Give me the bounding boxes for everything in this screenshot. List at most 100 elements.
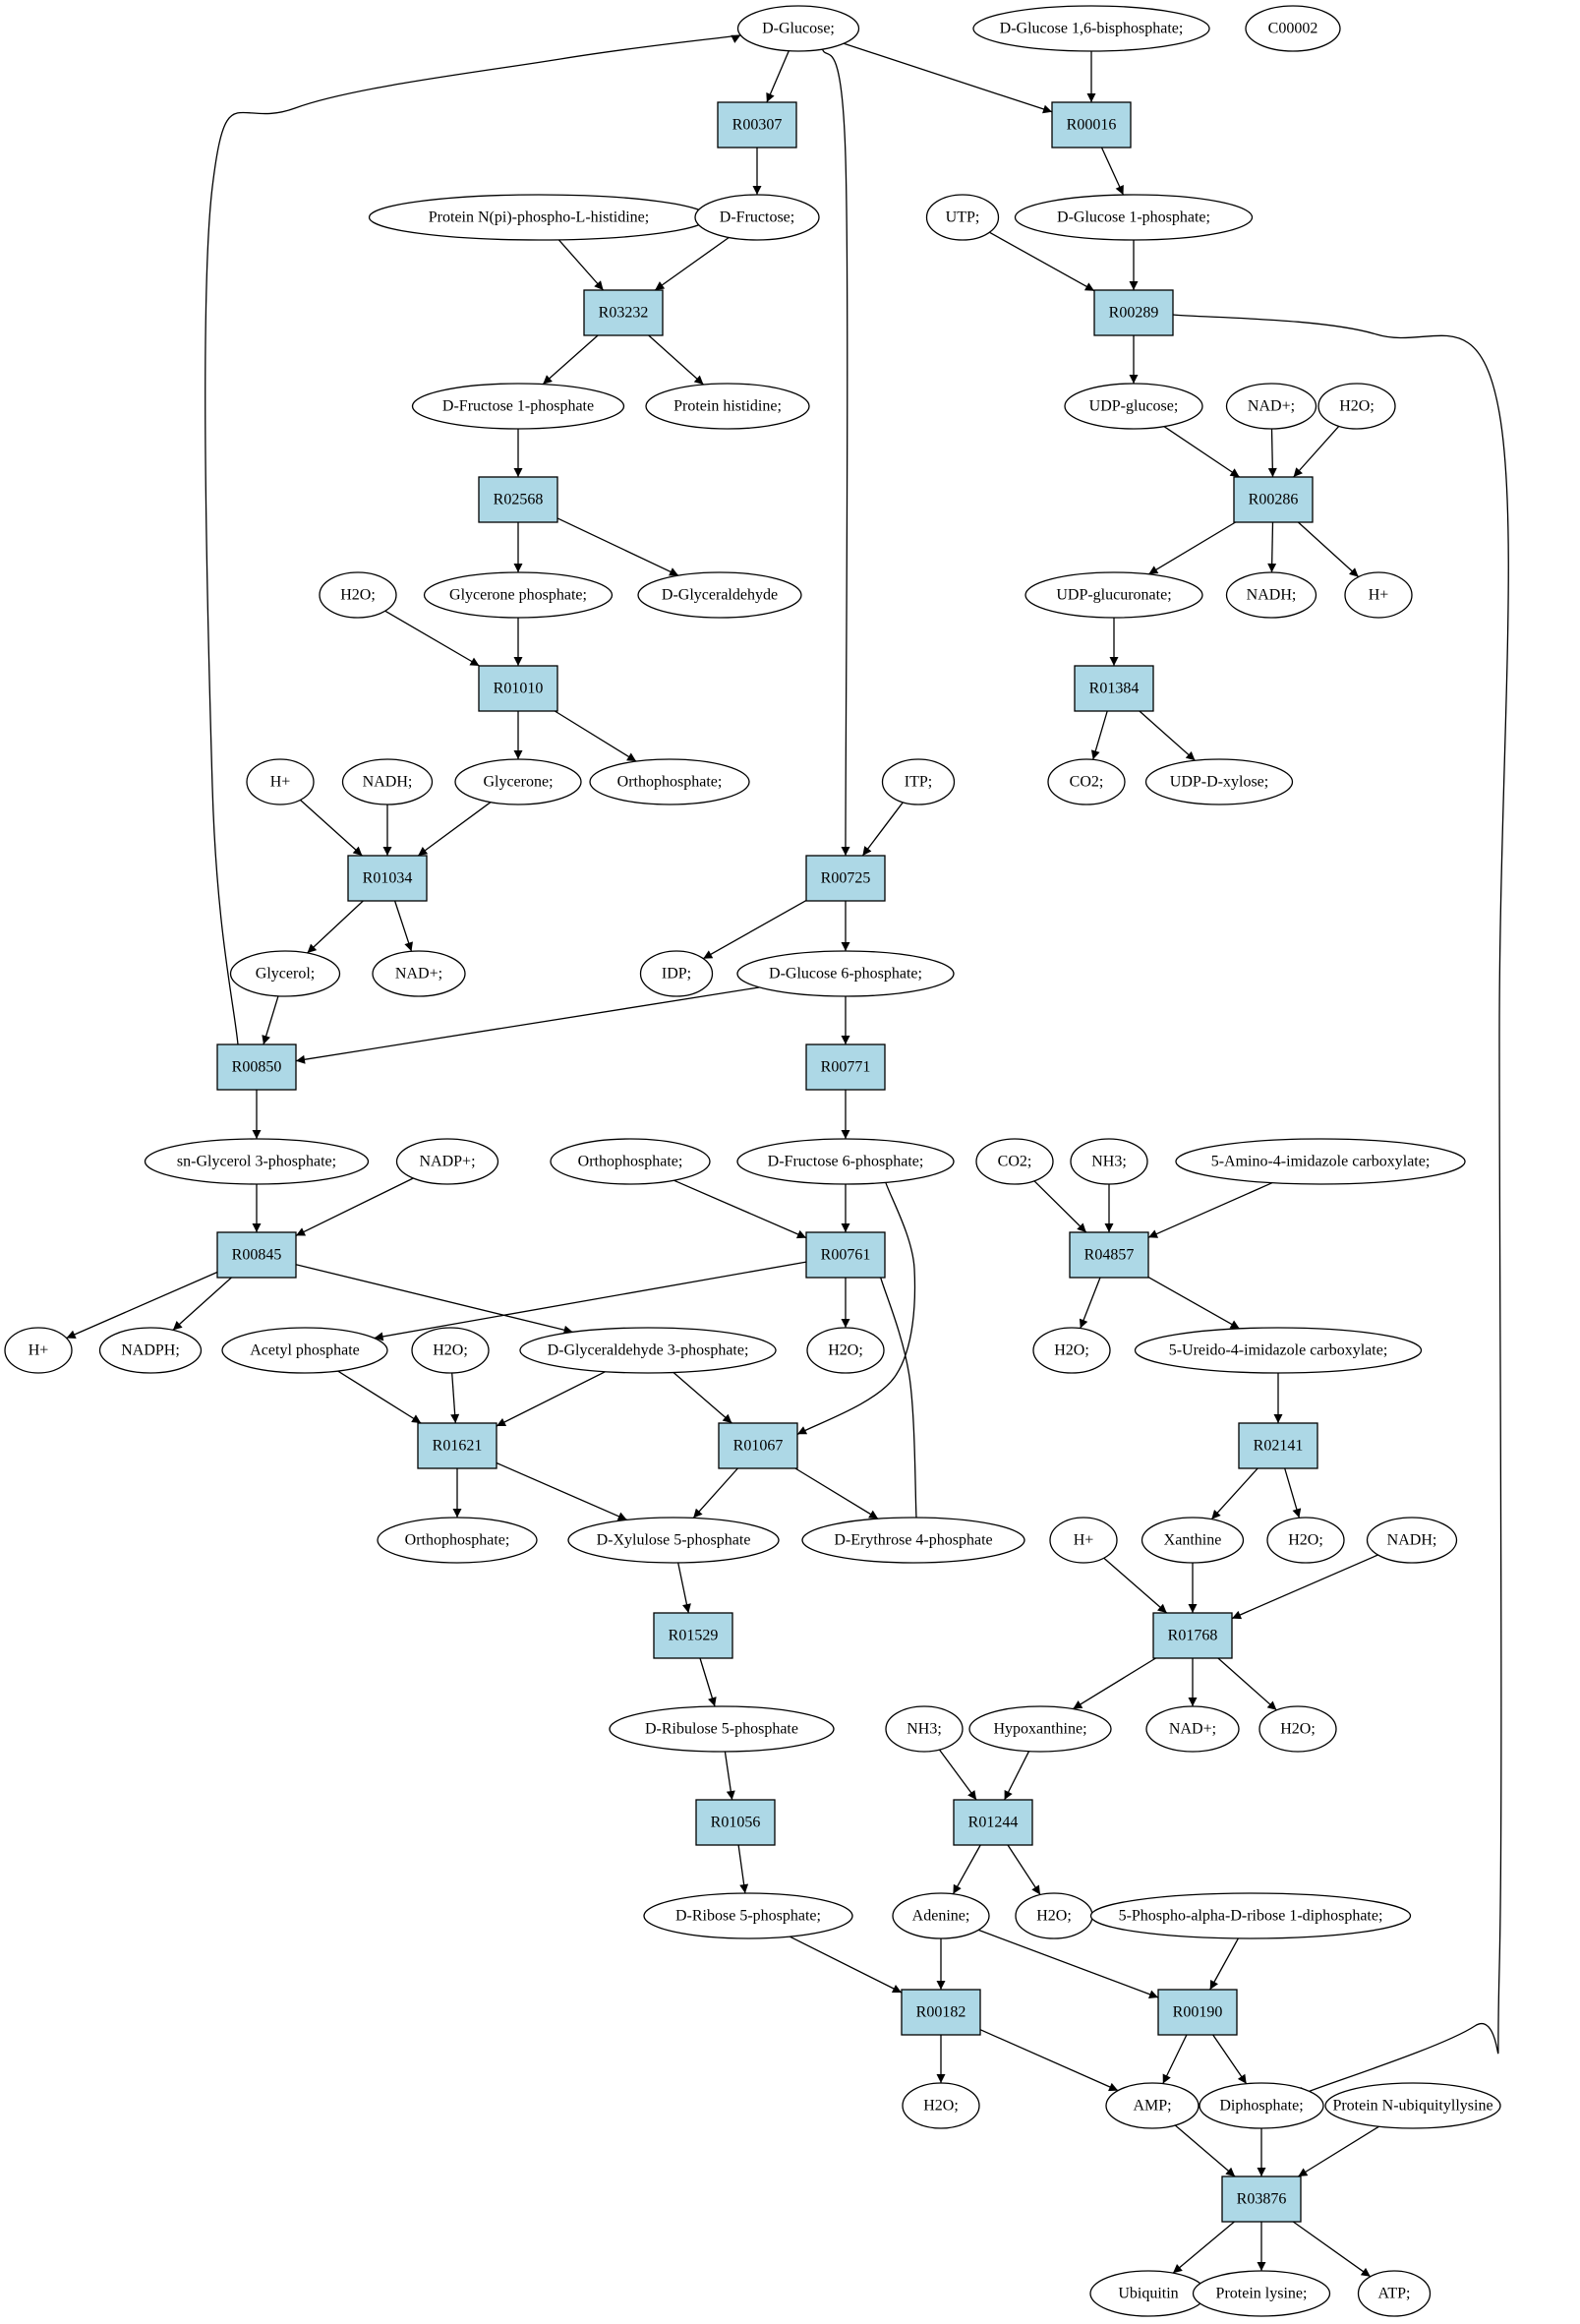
compound-node-n-idp[interactable]: IDP; (639, 950, 714, 997)
reaction-node-r00182[interactable]: R00182 (901, 1989, 981, 2036)
node-label-n-orthophos-b: Orthophosphate; (578, 1154, 683, 1170)
reaction-node-r00761[interactable]: R00761 (805, 1231, 886, 1279)
reaction-node-r00016[interactable]: R00016 (1051, 101, 1132, 149)
compound-node-n-glycerol[interactable]: Glycerol; (229, 950, 341, 997)
reaction-node-r01621[interactable]: R01621 (417, 1422, 497, 1469)
compound-node-n-amp[interactable]: AMP; (1105, 2082, 1200, 2129)
reaction-node-r00850[interactable]: R00850 (216, 1043, 297, 1091)
compound-node-n-protubiq[interactable]: Protein N-ubiquityllysine (1324, 2082, 1501, 2129)
reaction-node-r02568[interactable]: R02568 (478, 476, 558, 523)
compound-node-n-hypoxanthine[interactable]: Hypoxanthine; (968, 1705, 1112, 1753)
compound-node-n-dg1p[interactable]: D-Glucose 1-phosphate; (1014, 194, 1254, 241)
compound-node-n-itp[interactable]: ITP; (881, 758, 956, 805)
compound-node-n-h2o-d[interactable]: H2O; (806, 1327, 885, 1374)
compound-node-n-nh3-a[interactable]: NH3; (1070, 1138, 1148, 1185)
reaction-node-r01768[interactable]: R01768 (1152, 1612, 1233, 1659)
compound-node-n-derythrose4p[interactable]: D-Erythrose 4-phosphate (801, 1517, 1025, 1564)
compound-node-n-orthophos-c[interactable]: Orthophosphate; (377, 1517, 538, 1564)
compound-node-n-glycerone[interactable]: Glycerone; (454, 758, 582, 805)
node-label-r00771: R00771 (821, 1059, 871, 1076)
compound-node-n-gpphos[interactable]: Glycerone phosphate; (423, 571, 614, 619)
compound-node-n-snglycerol3p[interactable]: sn-Glycerol 3-phosphate; (144, 1138, 370, 1185)
compound-node-n-nadh-a[interactable]: NADH; (1225, 571, 1317, 619)
node-label-n-glycerone: Glycerone; (483, 774, 553, 791)
compound-node-n-h2o-e[interactable]: H2O; (1032, 1327, 1111, 1374)
compound-node-n-orthophos-b[interactable]: Orthophosphate; (550, 1138, 711, 1185)
reaction-node-r01056[interactable]: R01056 (695, 1799, 776, 1846)
reaction-node-r00289[interactable]: R00289 (1093, 289, 1174, 336)
compound-node-n-dribose5p[interactable]: D-Ribose 5-phosphate; (643, 1892, 853, 1939)
reaction-node-r01034[interactable]: R01034 (347, 855, 428, 902)
compound-node-n-prothis[interactable]: Protein histidine; (645, 383, 810, 430)
compound-node-n-xanthine[interactable]: Xanthine (1141, 1517, 1245, 1564)
reaction-node-r00771[interactable]: R00771 (805, 1043, 886, 1091)
compound-node-n-hplus-d[interactable]: H+ (1049, 1517, 1118, 1564)
compound-node-n-dxylulose5p[interactable]: D-Xylulose 5-phosphate (567, 1517, 780, 1564)
compound-node-n-dga3p[interactable]: D-Glyceraldehyde 3-phosphate; (519, 1327, 777, 1374)
compound-node-n-h2o-i[interactable]: H2O; (902, 2082, 980, 2129)
compound-node-n-co2-a[interactable]: CO2; (1047, 758, 1126, 805)
compound-node-n-hplus-c[interactable]: H+ (4, 1327, 73, 1374)
compound-node-n-protlys[interactable]: Protein lysine; (1192, 2270, 1331, 2317)
compound-node-n-dg6p[interactable]: D-Glucose 6-phosphate; (736, 950, 955, 997)
compound-node-n-co2-b[interactable]: CO2; (975, 1138, 1054, 1185)
reaction-node-r00307[interactable]: R00307 (717, 101, 797, 149)
compound-node-n-h2o-b[interactable]: H2O; (319, 571, 397, 619)
compound-node-n-nad-a[interactable]: NAD+; (1225, 383, 1317, 430)
compound-node-n-hplus-a[interactable]: H+ (1344, 571, 1413, 619)
reaction-node-r02141[interactable]: R02141 (1238, 1422, 1318, 1469)
reaction-node-r01529[interactable]: R01529 (653, 1612, 733, 1659)
compound-node-n-5ureido[interactable]: 5-Ureido-4-imidazole carboxylate; (1134, 1327, 1423, 1374)
compound-node-n-udpxylose[interactable]: UDP-D-xylose; (1144, 758, 1294, 805)
compound-node-n-dg16bp[interactable]: D-Glucose 1,6-bisphosphate; (972, 5, 1210, 52)
node-label-r00182: R00182 (916, 2004, 966, 2021)
compound-node-n-nh3-b[interactable]: NH3; (885, 1705, 964, 1753)
compound-node-n-dglyald[interactable]: D-Glyceraldehyde (637, 571, 802, 619)
compound-node-n-df1p[interactable]: D-Fructose 1-phosphate (411, 383, 625, 430)
compound-node-n-dribulose5p[interactable]: D-Ribulose 5-phosphate (609, 1705, 835, 1753)
compound-node-n-h2o-h[interactable]: H2O; (1015, 1892, 1093, 1939)
compound-node-n-hplus-b[interactable]: H+ (246, 758, 315, 805)
compound-node-n-nadp[interactable]: NADP+; (395, 1138, 499, 1185)
reaction-node-r00190[interactable]: R00190 (1157, 1989, 1238, 2036)
node-label-r00307: R00307 (732, 117, 783, 134)
compound-node-n-acetylp[interactable]: Acetyl phosphate (221, 1327, 388, 1374)
compound-node-n-dglucose[interactable]: D-Glucose; (736, 5, 860, 52)
compound-node-n-nadph[interactable]: NADPH; (98, 1327, 203, 1374)
compound-node-n-h2o-f[interactable]: H2O; (1266, 1517, 1345, 1564)
compound-node-n-prpp[interactable]: 5-Phospho-alpha-D-ribose 1-diphosphate; (1089, 1892, 1412, 1939)
compound-node-n-diphosphate[interactable]: Diphosphate; (1199, 2082, 1324, 2129)
compound-node-n-nadh-b[interactable]: NADH; (341, 758, 434, 805)
compound-node-n-udpglucose[interactable]: UDP-glucose; (1064, 383, 1203, 430)
compound-node-n-h2o-g[interactable]: H2O; (1258, 1705, 1337, 1753)
compound-node-n-ubiquitin[interactable]: Ubiquitin (1089, 2270, 1207, 2317)
compound-node-n-h2o-a[interactable]: H2O; (1317, 383, 1396, 430)
reaction-node-r04857[interactable]: R04857 (1069, 1231, 1149, 1279)
compound-node-n-adenine[interactable]: Adenine; (892, 1892, 990, 1939)
edge-r04857-to-n-h2o-e (1079, 1277, 1101, 1329)
compound-node-n-nadh-c[interactable]: NADH; (1366, 1517, 1458, 1564)
compound-node-n-protnhis[interactable]: Protein N(pi)-phospho-L-histidine; (368, 194, 710, 241)
compound-node-n-nad-c[interactable]: NAD+; (1145, 1705, 1240, 1753)
compound-node-n-c00002[interactable]: C00002 (1245, 5, 1341, 52)
compound-node-n-5amino[interactable]: 5-Amino-4-imidazole carboxylate; (1175, 1138, 1466, 1185)
compound-node-n-dfructose[interactable]: D-Fructose; (694, 194, 820, 241)
compound-node-n-orthophos-a[interactable]: Orthophosphate; (589, 758, 750, 805)
reaction-node-r01010[interactable]: R01010 (478, 665, 558, 712)
reaction-node-r01244[interactable]: R01244 (953, 1799, 1033, 1846)
reaction-node-r01384[interactable]: R01384 (1074, 665, 1154, 712)
reaction-node-r00725[interactable]: R00725 (805, 855, 886, 902)
reaction-node-r00845[interactable]: R00845 (216, 1231, 297, 1279)
compound-node-n-df6p[interactable]: D-Fructose 6-phosphate; (736, 1138, 955, 1185)
reaction-node-r01067[interactable]: R01067 (718, 1422, 798, 1469)
reaction-node-r03876[interactable]: R03876 (1221, 2175, 1302, 2223)
node-label-n-nh3-a: NH3; (1091, 1154, 1127, 1170)
reaction-node-r00286[interactable]: R00286 (1233, 476, 1314, 523)
compound-node-n-udpglucuronate[interactable]: UDP-glucuronate; (1024, 571, 1203, 619)
reaction-node-r03232[interactable]: R03232 (583, 289, 664, 336)
compound-node-n-atp[interactable]: ATP; (1357, 2270, 1432, 2317)
compound-node-n-nad-b[interactable]: NAD+; (372, 950, 466, 997)
compound-node-n-h2o-c[interactable]: H2O; (411, 1327, 490, 1374)
compound-ellipse-n-amp (1105, 2082, 1200, 2129)
compound-node-n-utp[interactable]: UTP; (925, 194, 1000, 241)
